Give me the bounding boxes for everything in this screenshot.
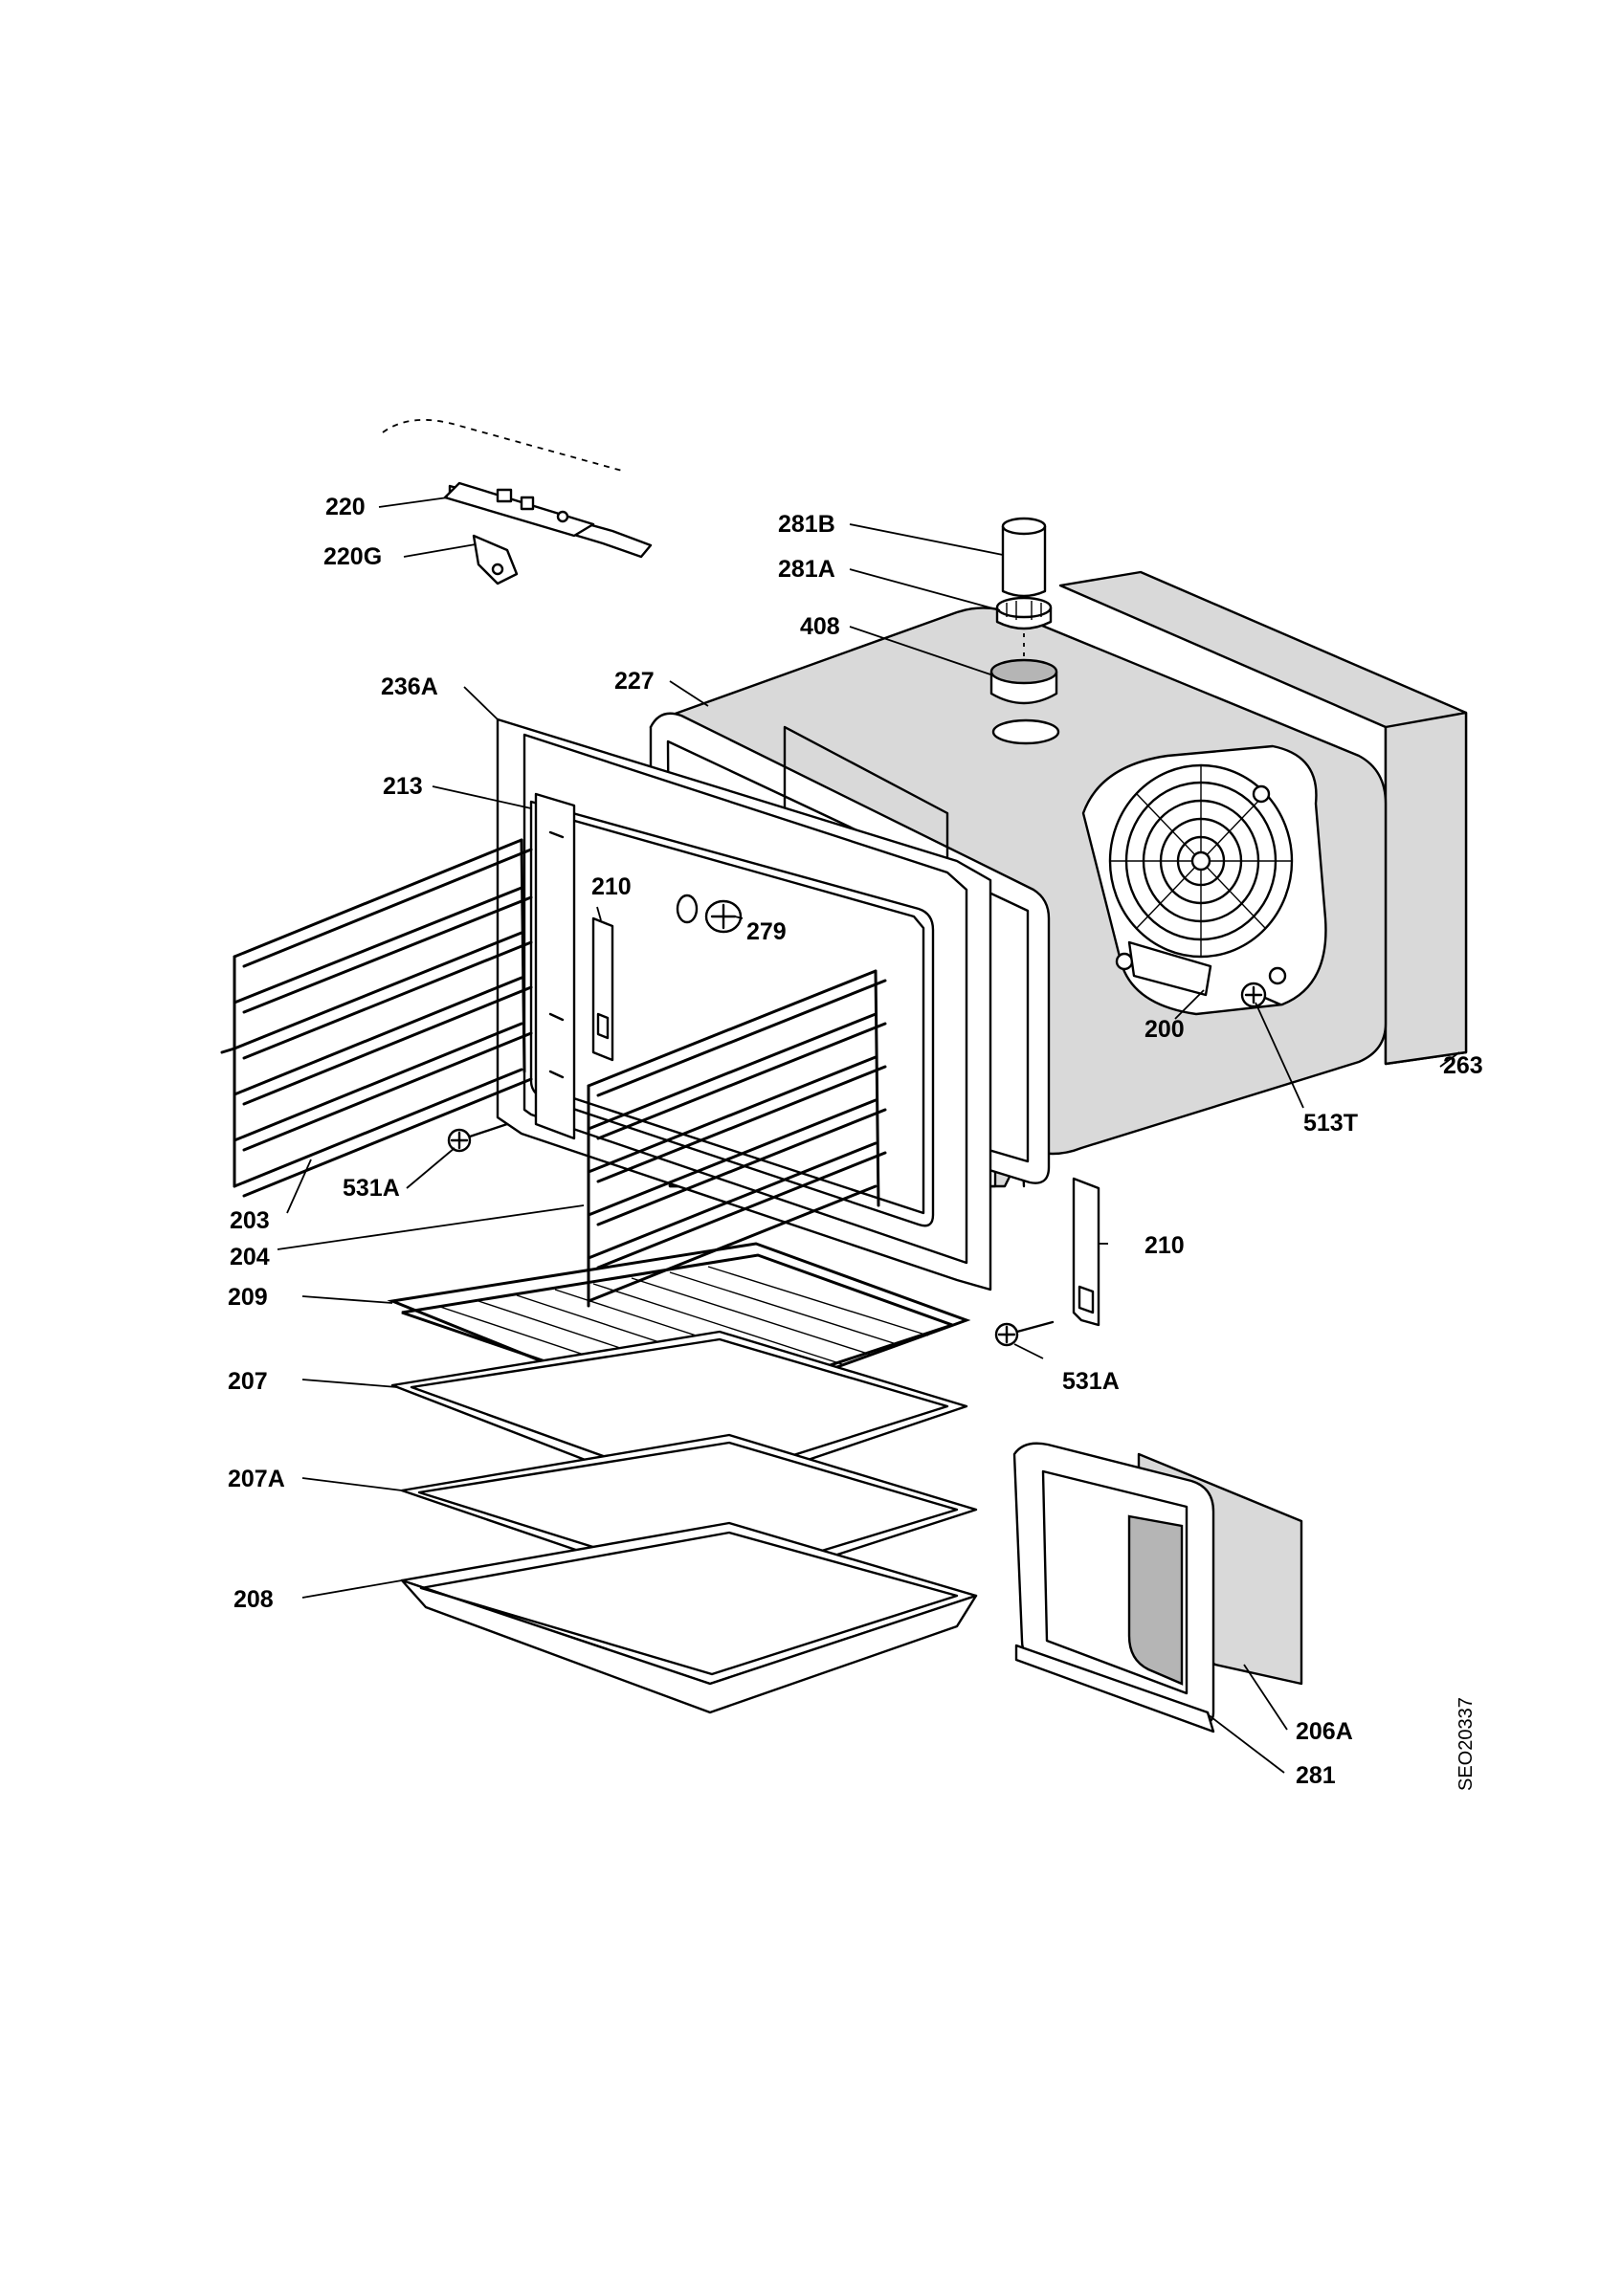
callout-236A: 236A xyxy=(381,673,438,700)
callout-227: 227 xyxy=(614,668,655,695)
drawing-code: SEO20337 xyxy=(1455,1697,1477,1791)
filter-206A xyxy=(1012,1442,1303,1725)
callout-281A: 281A xyxy=(778,556,835,583)
screw-531A-left xyxy=(447,1122,509,1153)
callout-204: 204 xyxy=(230,1244,270,1270)
callout-408: 408 xyxy=(800,613,840,640)
callout-220G: 220G xyxy=(323,543,382,570)
screw-513T xyxy=(1240,982,1282,1008)
callout-531A-left: 531A xyxy=(343,1175,400,1202)
leader-lines xyxy=(277,497,1460,1774)
callout-279: 279 xyxy=(746,918,787,945)
filter-ring-408 xyxy=(989,658,1058,705)
callout-209: 209 xyxy=(228,1284,268,1311)
callout-207A: 207A xyxy=(228,1466,285,1492)
screw-531A-right xyxy=(994,1320,1055,1347)
callout-513T: 513T xyxy=(1303,1110,1358,1137)
runner-210-right xyxy=(1072,1177,1100,1327)
callout-206A: 206A xyxy=(1296,1718,1353,1745)
runner-210-left xyxy=(591,916,614,1062)
callout-210-upper: 210 xyxy=(591,873,632,900)
callout-281: 281 xyxy=(1296,1762,1336,1789)
lamp-cover-281B xyxy=(1001,517,1047,598)
bracket-220 xyxy=(382,419,653,559)
cavity-top-hole xyxy=(991,718,1060,745)
callout-213: 213 xyxy=(383,773,423,800)
lamp-holder-281A xyxy=(995,596,1053,630)
callout-531A-right: 531A xyxy=(1062,1368,1120,1395)
front-plate xyxy=(534,792,576,1140)
callout-208: 208 xyxy=(233,1586,274,1613)
filter-bar-281 xyxy=(1014,1644,1215,1733)
callout-220: 220 xyxy=(325,494,366,520)
callout-210-lower: 210 xyxy=(1144,1232,1185,1259)
callout-263: 263 xyxy=(1443,1052,1483,1079)
fan-assembly-200 xyxy=(1081,744,1327,1016)
callout-200: 200 xyxy=(1144,1016,1185,1043)
callout-281B: 281B xyxy=(778,511,835,538)
lamp-279 xyxy=(676,894,743,934)
clip-220G xyxy=(472,534,519,585)
insulation-pad-263 xyxy=(1058,570,1468,1066)
callout-203: 203 xyxy=(230,1207,270,1234)
deep-tray-208 xyxy=(400,1521,978,1714)
shelf-support-203 xyxy=(220,838,533,1198)
shelf-support-204 xyxy=(587,969,887,1308)
callout-207: 207 xyxy=(228,1368,268,1395)
